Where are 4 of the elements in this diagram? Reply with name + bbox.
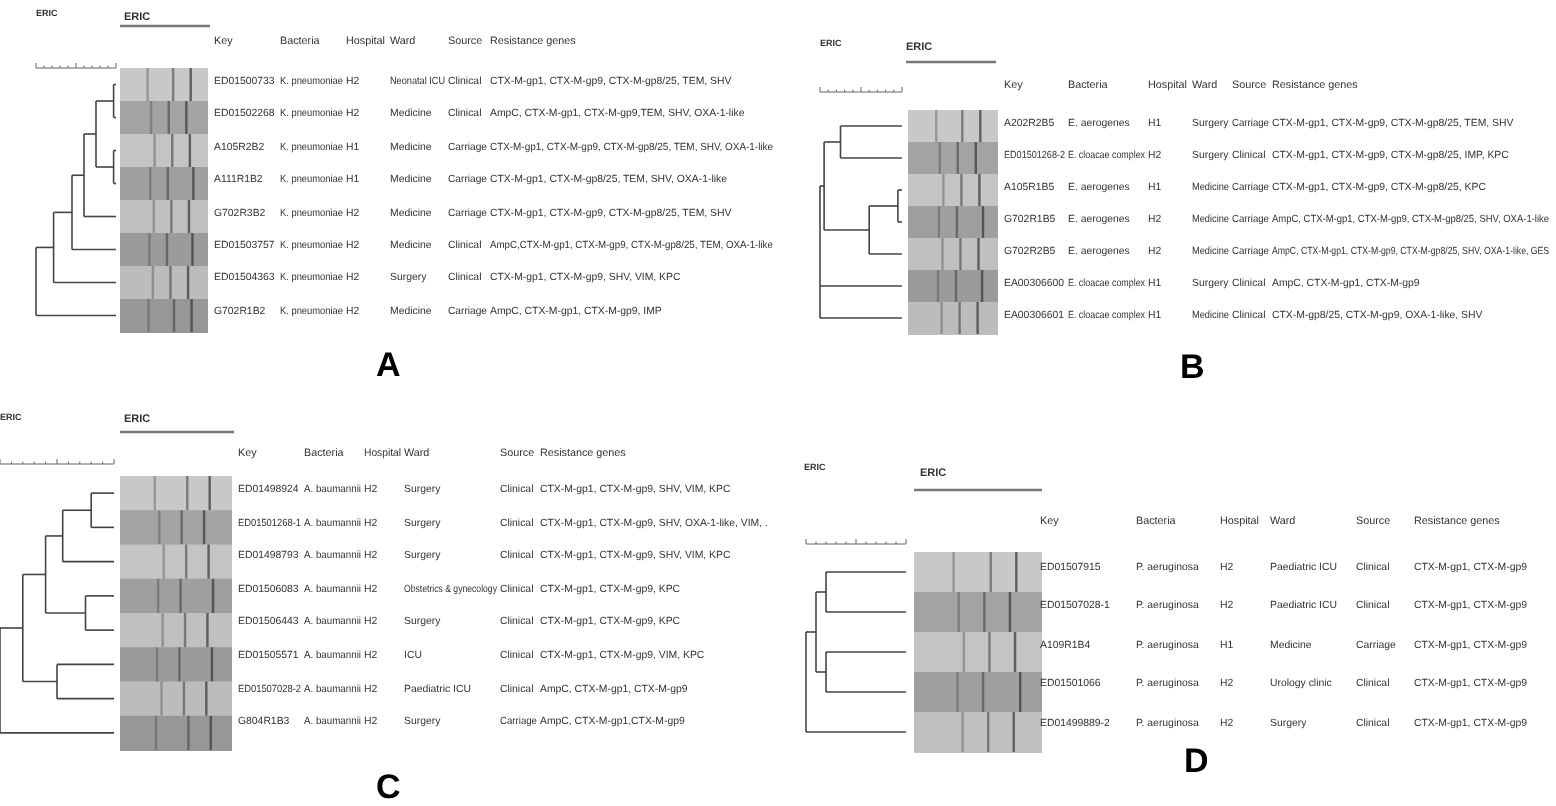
panel-letter: D — [1184, 744, 1209, 778]
panel-letter: B — [1180, 350, 1205, 384]
panel-letter: C — [376, 770, 401, 804]
panel-letter: A — [376, 348, 401, 382]
